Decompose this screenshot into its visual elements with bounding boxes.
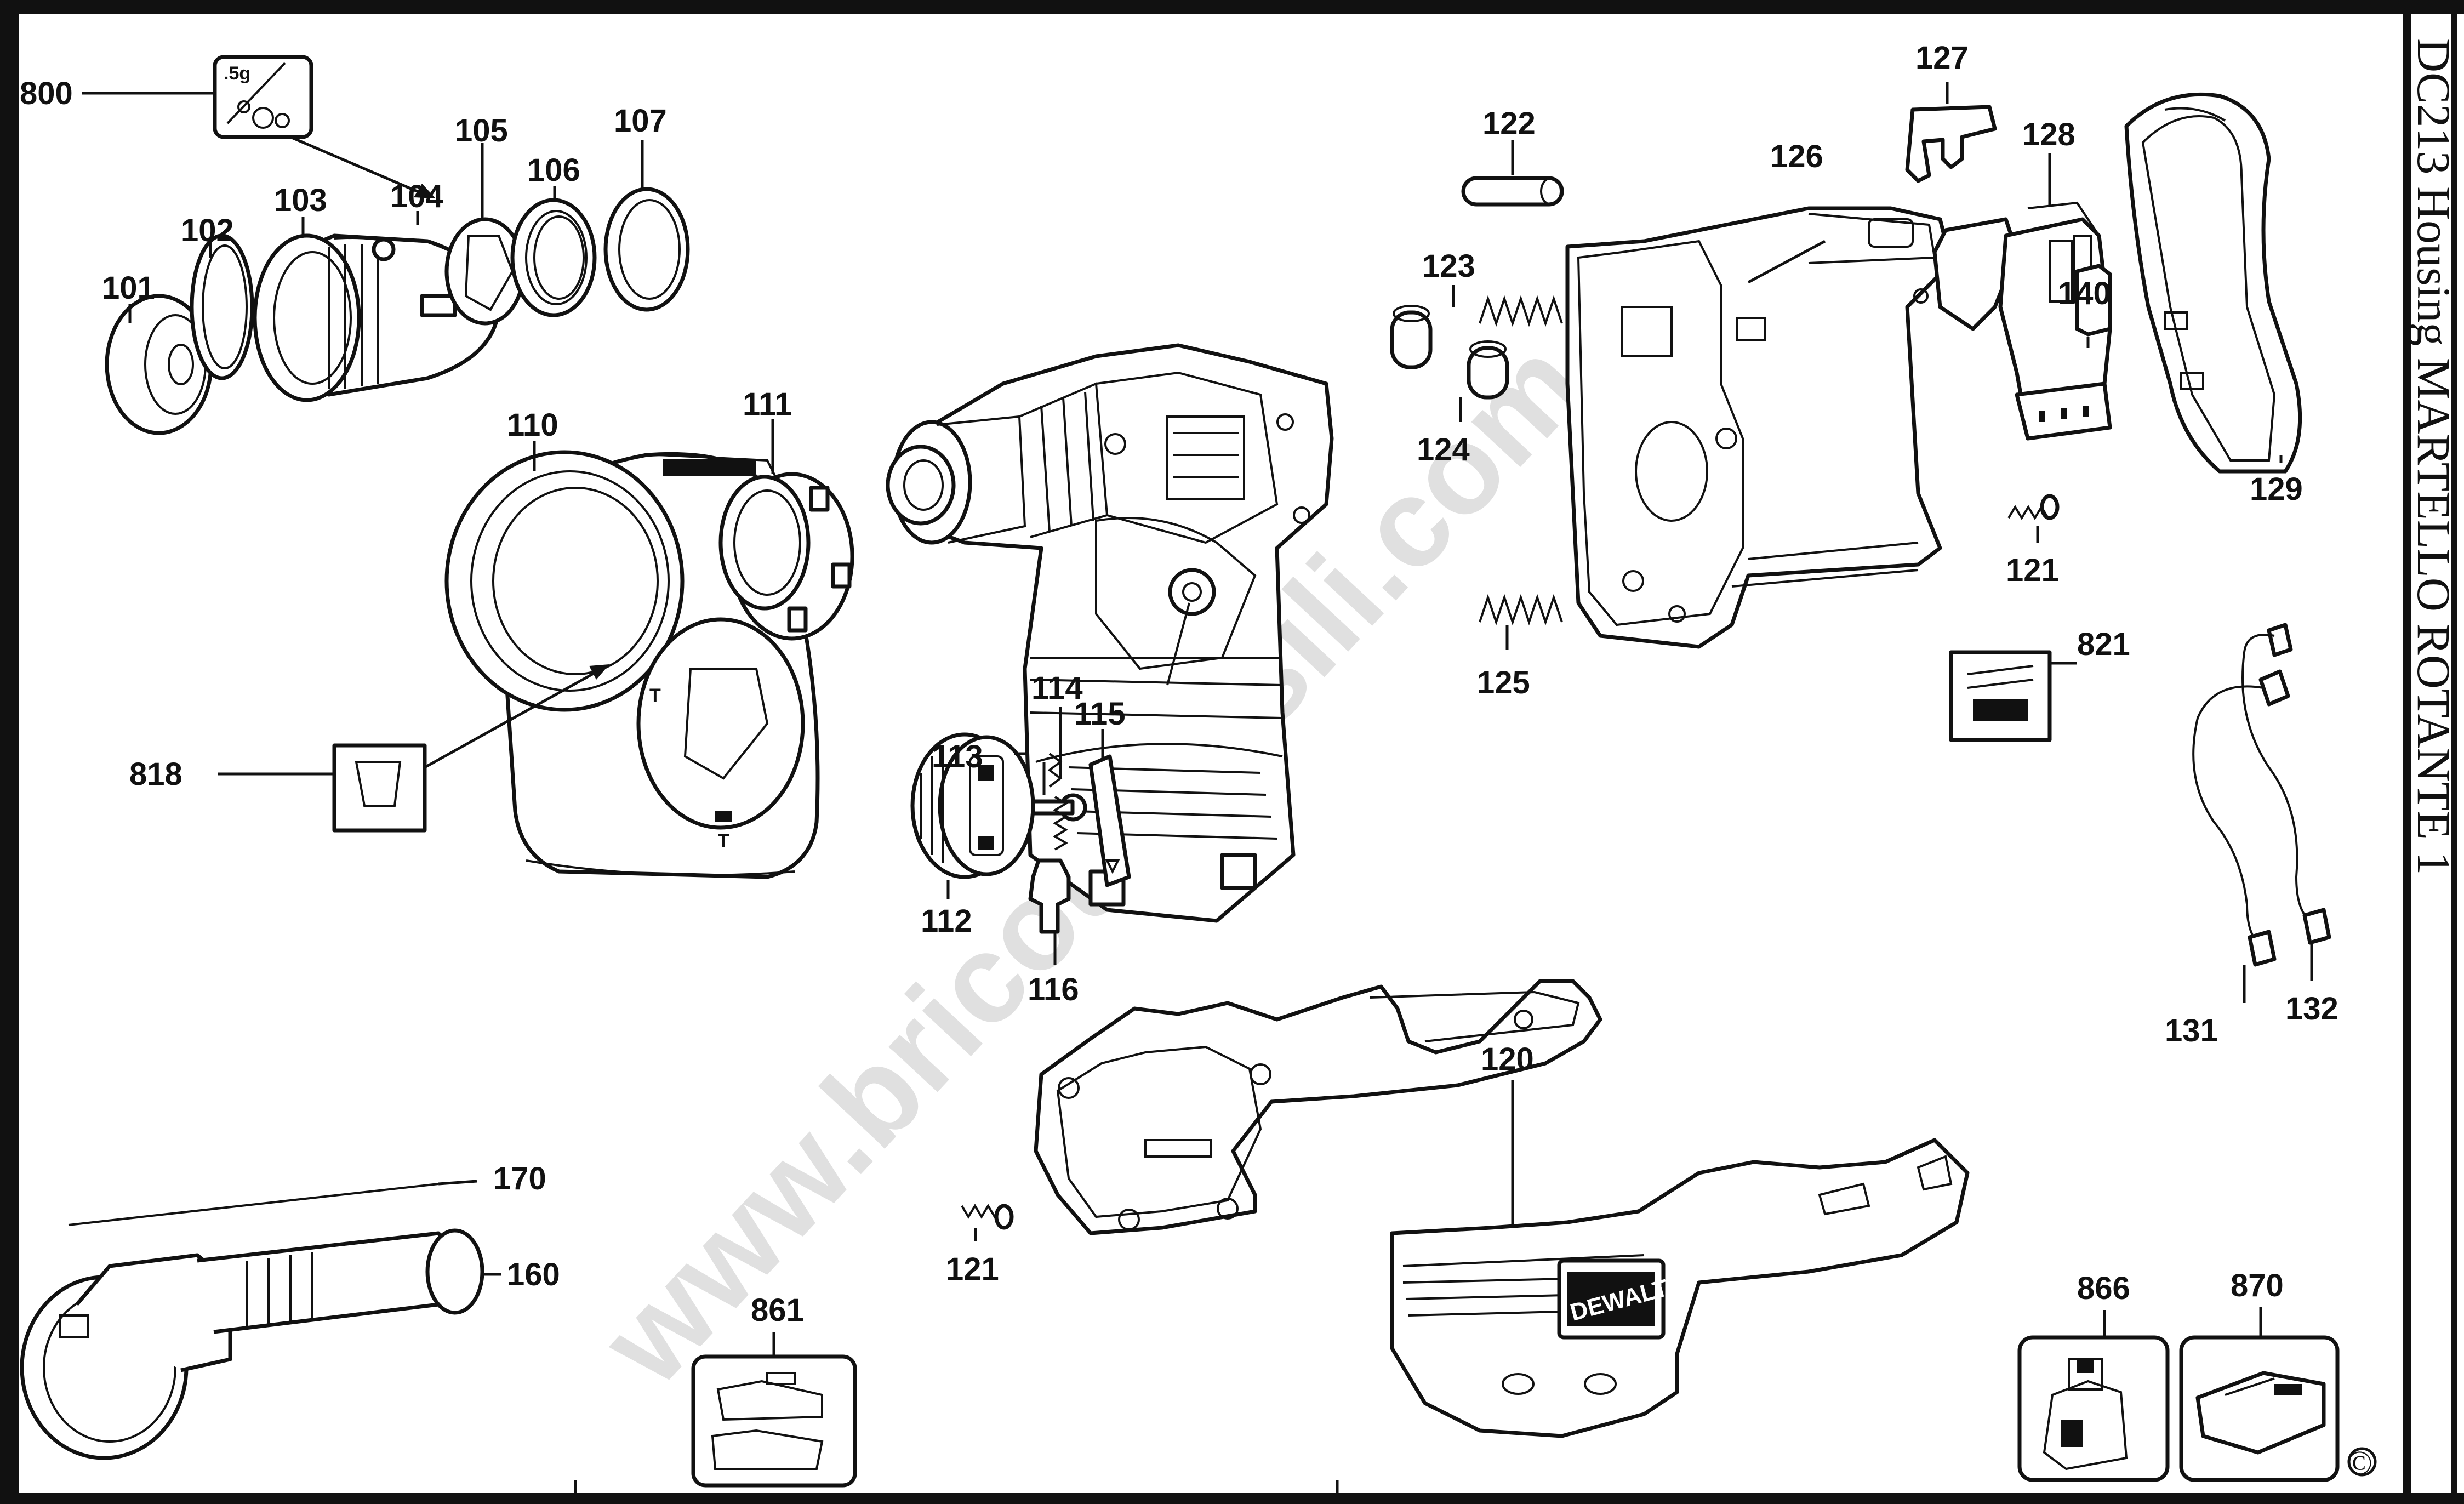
- part-120-clamshell-left: [1034, 979, 1602, 1235]
- copyright-symbol: ©: [2347, 1445, 2372, 1482]
- part-861-carry-case: [691, 1332, 857, 1488]
- part-120-clamshell-right: DEWALT: [1390, 1080, 1970, 1438]
- label-821: 821: [2077, 626, 2130, 662]
- sheet-title: DC213 Housing MARTELLO ROTANTE 1: [2408, 38, 2460, 875]
- part-170-depth-rod: [68, 1180, 477, 1226]
- label-121-lower: 121: [946, 1251, 999, 1287]
- part-number-labels: 800 101 102 103 104 105 106 107 110 818 …: [20, 40, 2338, 1328]
- label-106: 106: [527, 152, 580, 188]
- part-125-spring: [1479, 594, 1563, 650]
- label-110: 110: [507, 407, 558, 443]
- part-122-pin: [1461, 140, 1564, 207]
- label-124: 124: [1417, 432, 1470, 468]
- part-114-spring: [1047, 707, 1068, 851]
- motor-gear-assembly: [886, 343, 1334, 923]
- label-125: 125: [1477, 665, 1530, 700]
- label-818: 818: [129, 756, 182, 792]
- label-861: 861: [751, 1292, 804, 1328]
- label-122: 122: [1482, 106, 1536, 141]
- part-115-slider: [1088, 729, 1131, 887]
- part-124-bushing: [1390, 305, 1509, 422]
- label-126: 126: [1770, 139, 1823, 174]
- label-112: 112: [921, 903, 972, 939]
- part-101-dust-cap: [105, 294, 213, 435]
- svg-text:T: T: [649, 685, 661, 706]
- part-107-washer: [603, 140, 690, 312]
- part-126-rear-housing: [1565, 206, 1953, 649]
- label-111: 111: [743, 386, 792, 422]
- label-114: 114: [1031, 670, 1083, 706]
- label-107: 107: [614, 103, 667, 139]
- label-102: 102: [181, 213, 234, 248]
- label-121-upper: 121: [2006, 552, 2059, 588]
- part-121-screw-lower: [961, 1204, 1014, 1241]
- part-111-gear-ring: [718, 419, 854, 641]
- label-140: 140: [2058, 276, 2111, 311]
- label-127: 127: [1915, 40, 1969, 76]
- part-102-ring: [190, 233, 254, 380]
- svg-text:T: T: [718, 830, 729, 851]
- part-123-spring: [1452, 285, 1563, 327]
- label-129: 129: [2250, 471, 2303, 507]
- label-116: 116: [1028, 972, 1079, 1007]
- label-132: 132: [2285, 991, 2338, 1027]
- label-170: 170: [493, 1161, 546, 1197]
- part-121-screw-upper: [2007, 494, 2060, 543]
- part-818-label: [218, 664, 609, 833]
- part-131-wire: [2192, 669, 2290, 1003]
- part-132-wire: [2241, 623, 2331, 981]
- part-140-block: [2075, 264, 2112, 348]
- label-113: 113: [932, 739, 983, 774]
- part-800-grease-kit: .5g: [82, 55, 436, 198]
- label-103: 103: [274, 183, 327, 218]
- label-105: 105: [455, 113, 508, 149]
- label-104: 104: [390, 179, 443, 214]
- label-160: 160: [507, 1257, 560, 1292]
- label-128: 128: [2022, 117, 2075, 152]
- part-866-battery: [2017, 1310, 2170, 1482]
- part-104-ball: [372, 211, 419, 261]
- part-116-actuator: [1028, 858, 1071, 965]
- part-112-selector-knob: [910, 732, 1035, 899]
- part-103-collar: [253, 217, 501, 402]
- part-106-spring-ring: [510, 186, 597, 317]
- part-821-label: [1949, 650, 2077, 742]
- label-870: 870: [2231, 1268, 2284, 1303]
- copyright-mark: ©: [2347, 1445, 2377, 1482]
- label-866: 866: [2077, 1271, 2130, 1306]
- label-123: 123: [1422, 248, 1475, 284]
- kit-800-label: .5g: [224, 63, 250, 84]
- part-128-switch: [1932, 153, 2112, 441]
- label-101: 101: [102, 270, 155, 306]
- label-800: 800: [20, 76, 73, 111]
- label-120: 120: [1481, 1041, 1534, 1077]
- label-115: 115: [1074, 696, 1126, 732]
- part-129-handle-cover: [2124, 92, 2302, 474]
- label-131: 131: [2165, 1013, 2218, 1049]
- part-870-charger: [2179, 1307, 2340, 1482]
- part-160-side-handle: [20, 1228, 501, 1460]
- part-127-lever: [1905, 82, 1997, 183]
